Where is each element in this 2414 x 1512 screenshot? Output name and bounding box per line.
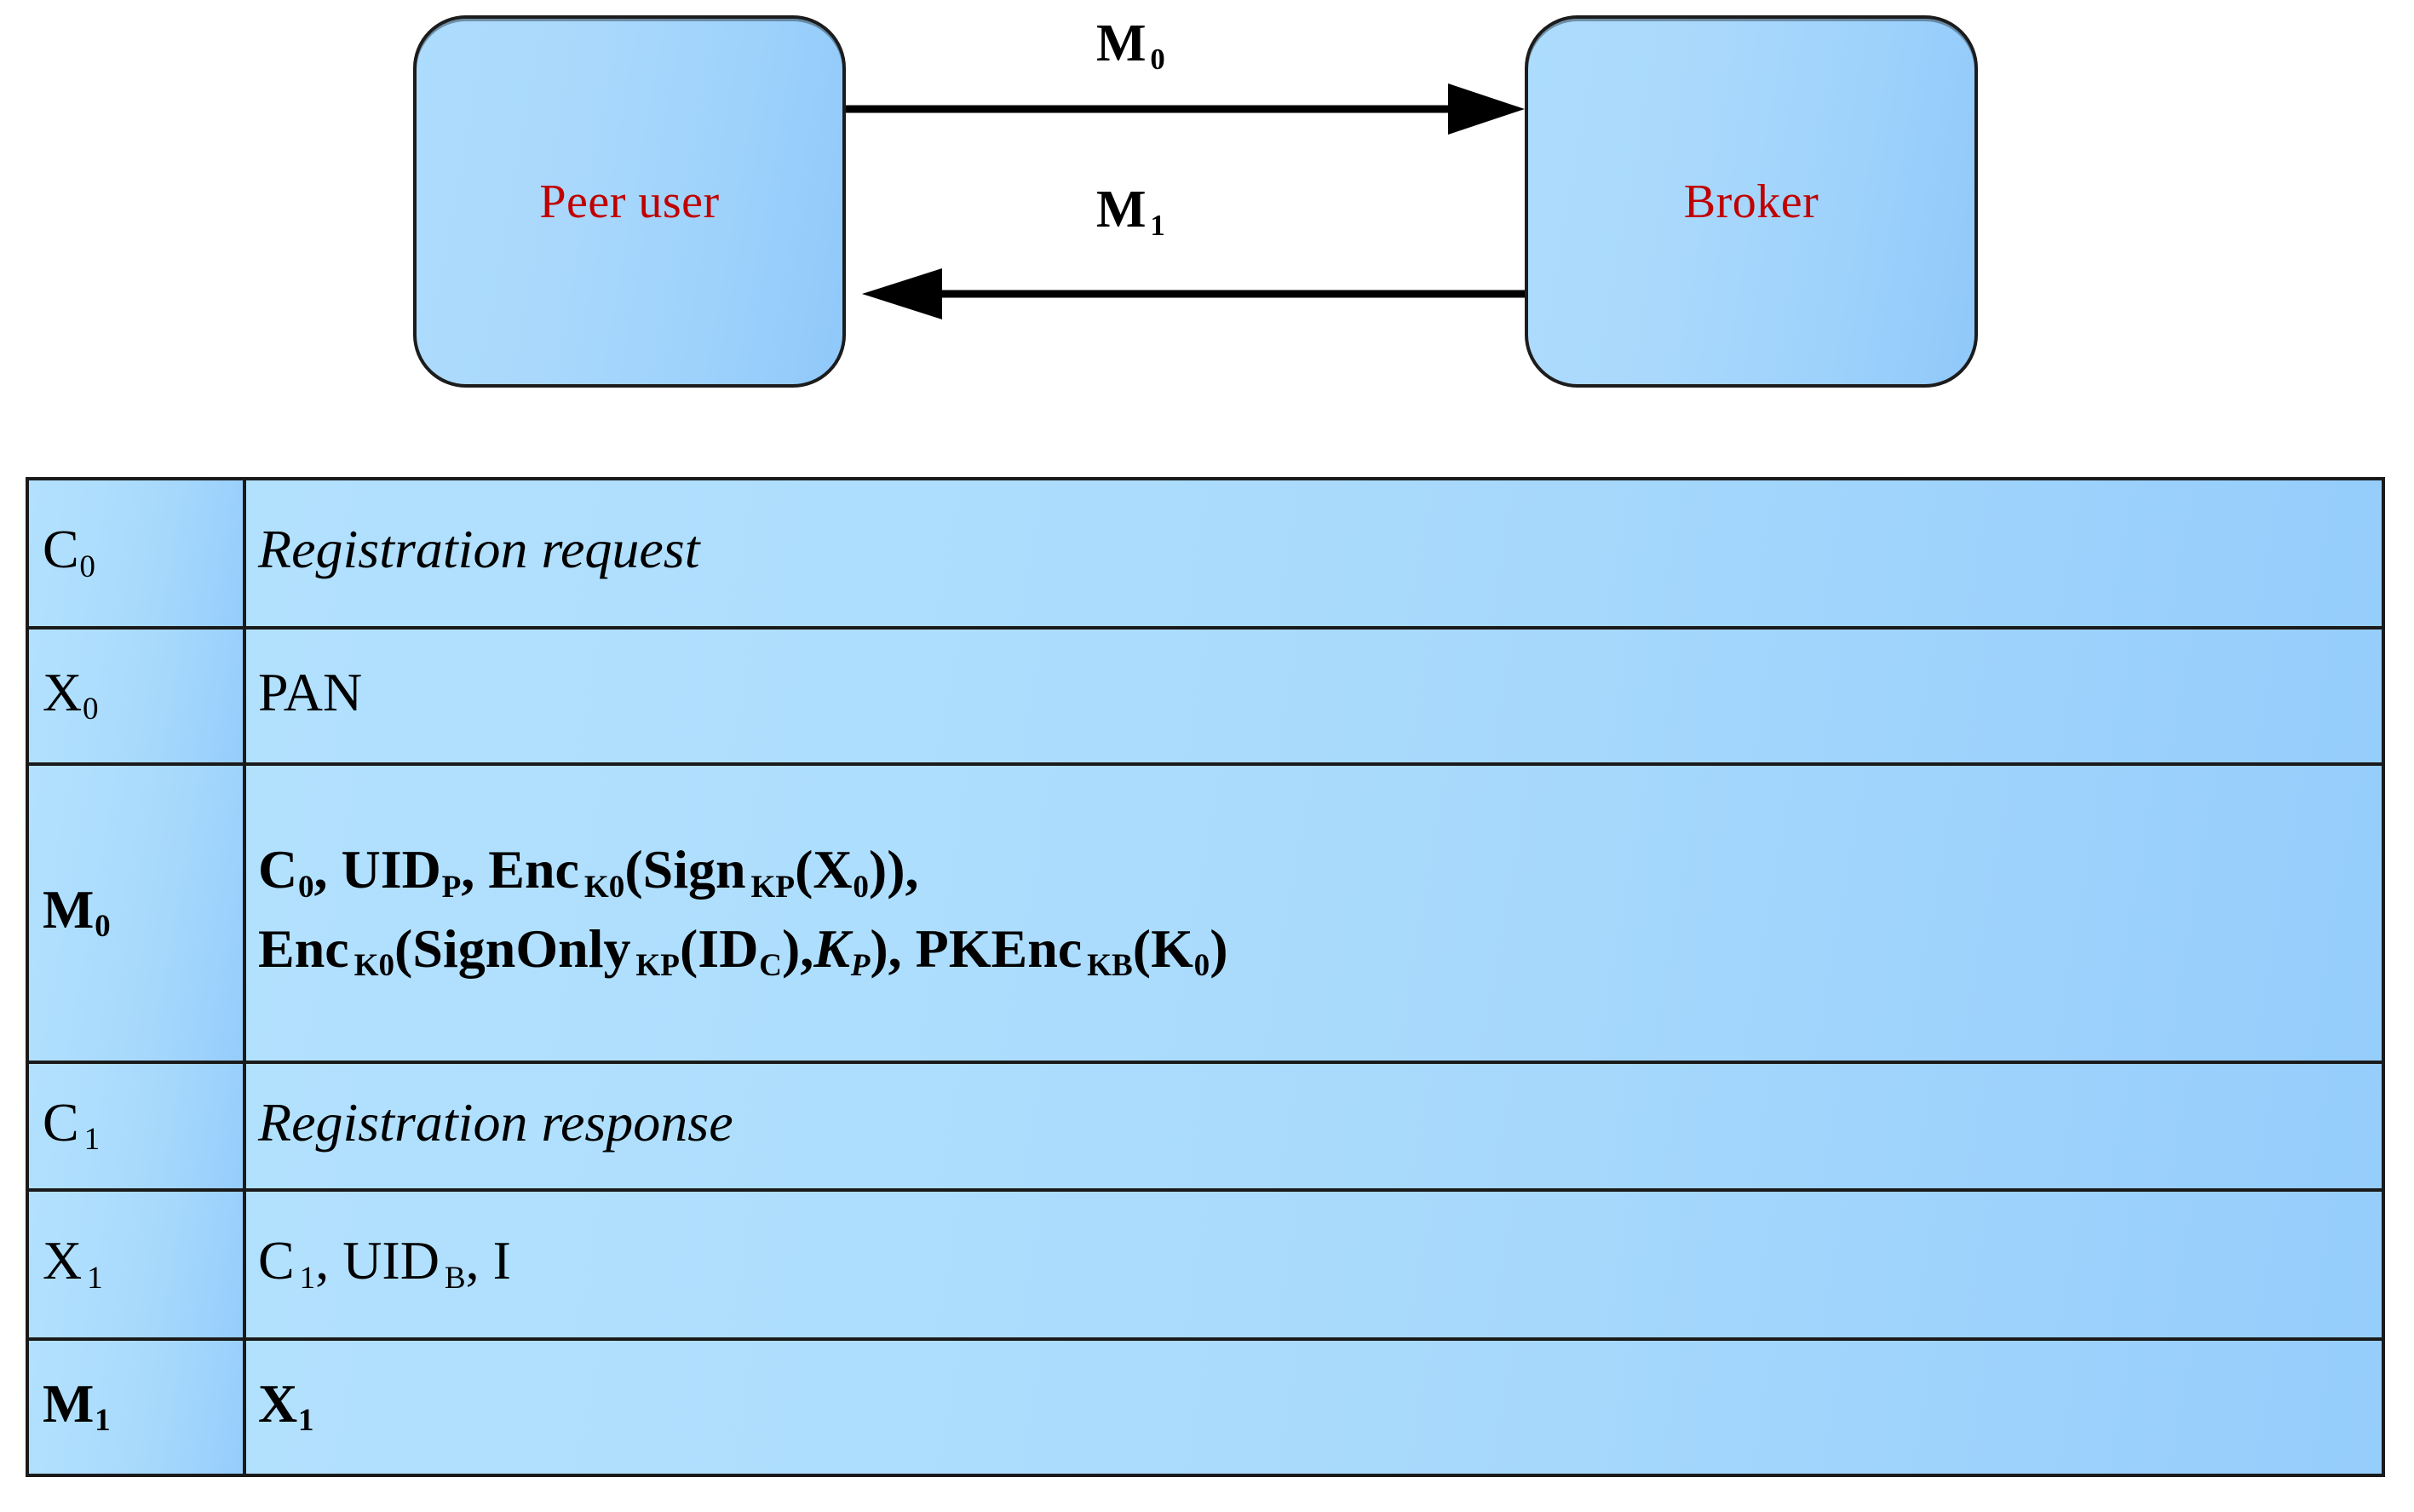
- definition-c0: Registration request: [258, 519, 700, 580]
- table-cell-value: X1: [243, 1337, 2385, 1477]
- table-cell-key: X0: [26, 626, 246, 766]
- symbol-c0: C0: [43, 519, 95, 584]
- symbol-m0: M0: [43, 878, 111, 945]
- notation-table: C0 Registration request X0 PAN M0: [26, 477, 2385, 1477]
- symbol-m1: M1: [43, 1372, 111, 1439]
- message-label-m0-sub: 0: [1150, 43, 1165, 77]
- table-cell-key: M1: [26, 1337, 246, 1477]
- table-row: X0 PAN: [26, 626, 2385, 766]
- table-row: C0 Registration request: [26, 477, 2385, 630]
- definition-c1: Registration response: [258, 1091, 733, 1153]
- actor-label-peer-user: Peer user: [539, 175, 720, 228]
- table-cell-value: PAN: [243, 626, 2385, 766]
- table-row: M1 X1: [26, 1337, 2385, 1477]
- message-arrows: [843, 83, 1525, 319]
- definition-m1: X1: [258, 1372, 314, 1439]
- table-cell-value: Registration response: [243, 1061, 2385, 1192]
- actor-box-broker[interactable]: Broker: [1525, 15, 1978, 388]
- message-arrow-m0-head: [1448, 83, 1525, 135]
- table-cell-value: Registration request: [243, 477, 2385, 630]
- message-label-m1-sub: 1: [1150, 209, 1165, 243]
- table-cell-key: M0: [26, 762, 246, 1064]
- symbol-x0: X0: [43, 661, 99, 727]
- definition-x0: PAN: [258, 661, 363, 722]
- message-label-m0-base: M: [1096, 14, 1147, 72]
- message-arrow-m1-head: [862, 268, 942, 319]
- actor-box-peer-user[interactable]: Peer user: [413, 15, 846, 388]
- actor-label-broker: Broker: [1683, 175, 1819, 228]
- table-cell-key: C0: [26, 477, 246, 630]
- message-label-m1-base: M: [1096, 181, 1147, 239]
